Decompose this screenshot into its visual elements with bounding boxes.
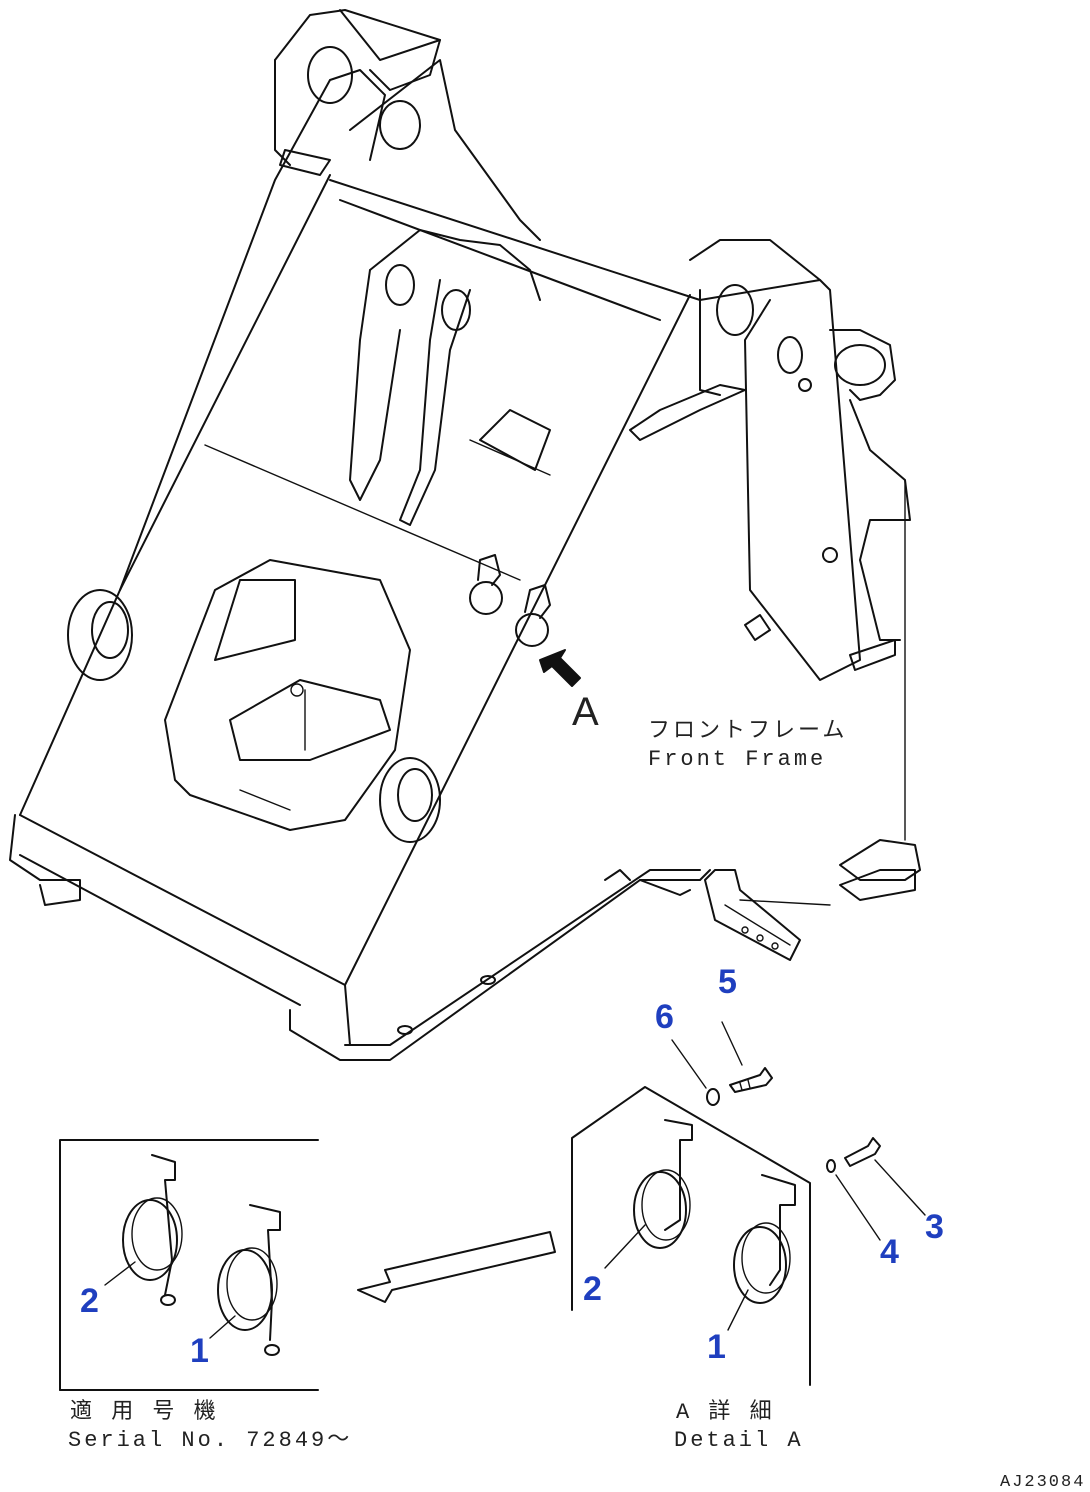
detail-caption-jp: A 詳 細 [676,1399,775,1425]
view-arrow-label: A [572,690,599,734]
callout-1-detail: 1 [707,1328,726,1366]
callout-2-detail: 2 [583,1270,602,1308]
callout-2-serial: 2 [80,1282,99,1320]
callout-4: 4 [880,1233,899,1271]
callout-6: 6 [655,998,674,1036]
bolt-3 [844,1137,881,1167]
reference-arrow [357,1231,556,1303]
frame-label-jp: フロントフレーム [648,719,847,744]
serial-caption-en: Serial No. 72849～ [68,1428,352,1453]
callout-5: 5 [718,963,737,1001]
serial-box [59,1139,319,1391]
bolt-5 [729,1067,773,1093]
detail-caption-en: Detail A [674,1428,804,1453]
callout-1-serial: 1 [190,1332,209,1370]
drawing-code: AJ23084 [1000,1473,1085,1492]
frame-label-en: Front Frame [648,747,826,772]
front-frame-drawing [9,9,921,1061]
washer-4 [826,1159,836,1173]
serial-caption-jp: 適 用 号 機 [70,1399,219,1425]
detail-a-box [571,1086,811,1386]
washer-6 [706,1088,720,1106]
callout-3: 3 [925,1208,944,1246]
